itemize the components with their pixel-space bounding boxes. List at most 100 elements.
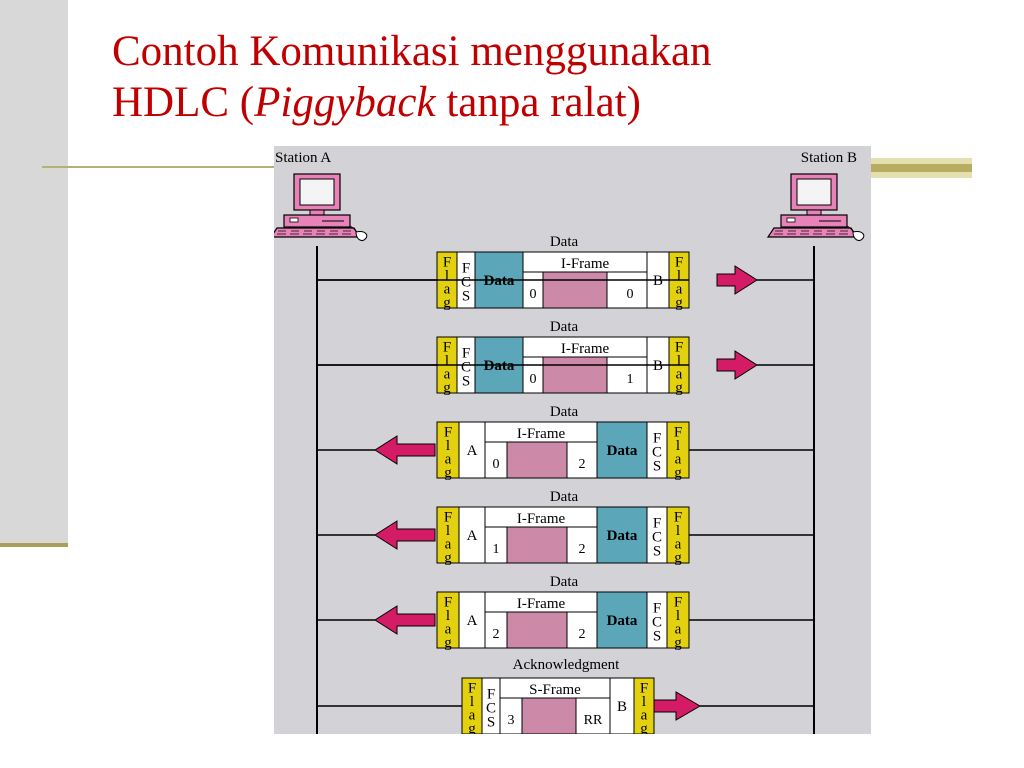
address-label: A <box>467 613 478 629</box>
frame-caption: Data <box>550 319 579 335</box>
slide-left-bar <box>0 0 68 546</box>
fcs-label: F <box>653 515 661 531</box>
flag-label: a <box>445 621 452 637</box>
fcs-label: C <box>461 359 471 375</box>
address-label: B <box>653 358 663 374</box>
address-field <box>458 591 486 649</box>
flag-label: a <box>676 366 683 382</box>
data-label: Data <box>607 613 638 629</box>
nr-value: 0 <box>627 287 634 302</box>
ns-value: 0 <box>530 287 537 302</box>
address-field <box>458 421 486 479</box>
info-field <box>506 611 568 649</box>
fcs-label: S <box>487 714 495 730</box>
flag-label: g <box>640 721 648 734</box>
mouse-cable <box>349 225 357 233</box>
station-a-label: Station A <box>275 150 331 166</box>
computer-base <box>283 214 351 228</box>
frame-caption: Data <box>550 489 579 505</box>
fcs-label: S <box>653 628 661 644</box>
fcs-label: C <box>486 700 496 716</box>
flag-label: F <box>674 424 682 440</box>
fcs-label: C <box>461 274 471 290</box>
address-label: B <box>653 273 663 289</box>
station-b-computer-icon <box>766 173 865 241</box>
arrow-left-icon <box>374 605 436 635</box>
frame-caption: Data <box>550 404 579 420</box>
flag-label: g <box>444 465 452 481</box>
flag-label: F <box>640 680 648 696</box>
flag-label: g <box>444 635 452 651</box>
fcs-label: C <box>652 529 662 545</box>
flag-label: F <box>443 254 451 270</box>
ns-value: 1 <box>493 542 500 557</box>
fcs-label: S <box>462 373 470 389</box>
data-label: Data <box>607 528 638 544</box>
flag-label: g <box>443 380 451 396</box>
info-field <box>542 356 608 394</box>
flag-label: F <box>443 339 451 355</box>
fcs-label: F <box>653 430 661 446</box>
nr-value: 2 <box>579 542 586 557</box>
computer-base <box>780 214 848 228</box>
nr-value: 3 <box>508 713 515 728</box>
nr-value: 1 <box>627 372 634 387</box>
flag-label: a <box>445 536 452 552</box>
flag-label: l <box>677 268 681 284</box>
hdlc-diagram: Station A Station B DataFlagFCSDataI-Fra… <box>274 146 871 734</box>
flag-label: g <box>674 550 682 566</box>
data-label: Data <box>484 358 515 374</box>
flag-label: l <box>642 694 646 710</box>
frame-type-label: I-Frame <box>517 426 566 442</box>
flag-label: F <box>444 594 452 610</box>
fcs-label: S <box>653 458 661 474</box>
ns-value: 2 <box>493 627 500 642</box>
computer-button <box>289 217 299 223</box>
flag-label: l <box>446 608 450 624</box>
slide-rule-right <box>870 158 972 178</box>
data-label: Data <box>607 443 638 459</box>
flag-label: F <box>674 594 682 610</box>
frame-type-label: I-Frame <box>517 511 566 527</box>
station-b-label: Station B <box>801 150 857 166</box>
ns-value: 0 <box>493 457 500 472</box>
address-field <box>458 506 486 564</box>
fcs-label: F <box>462 260 470 276</box>
keyboard <box>274 227 362 238</box>
frame-type-label: I-Frame <box>561 256 610 272</box>
fcs-label: F <box>487 686 495 702</box>
flag-label: g <box>444 550 452 566</box>
flag-label: a <box>676 281 683 297</box>
arrow-right-icon <box>653 691 701 721</box>
flag-label: F <box>674 509 682 525</box>
arrow-right-icon <box>716 265 758 295</box>
monitor-stand <box>806 209 822 216</box>
flag-label: l <box>445 268 449 284</box>
flag-label: l <box>676 608 680 624</box>
slide-rule-left <box>42 166 274 168</box>
frame-type-label: S-Frame <box>529 682 581 698</box>
mouse <box>852 231 865 241</box>
flag-label: l <box>470 694 474 710</box>
supervisory-code: RR <box>584 713 603 728</box>
flag-label: F <box>444 424 452 440</box>
mouse <box>355 231 368 241</box>
fcs-label: C <box>652 614 662 630</box>
flag-label: l <box>676 523 680 539</box>
fcs-label: C <box>652 444 662 460</box>
arrow-left-icon <box>374 435 436 465</box>
fcs-label: F <box>653 600 661 616</box>
frame-caption: Acknowledgment <box>513 657 620 673</box>
ns-value: 0 <box>530 372 537 387</box>
flag-label: a <box>675 451 682 467</box>
frame-type-label: I-Frame <box>561 341 610 357</box>
flag-label: a <box>641 707 648 723</box>
flag-label: g <box>674 465 682 481</box>
flag-label: F <box>468 680 476 696</box>
flag-label: F <box>444 509 452 525</box>
data-label: Data <box>484 273 515 289</box>
